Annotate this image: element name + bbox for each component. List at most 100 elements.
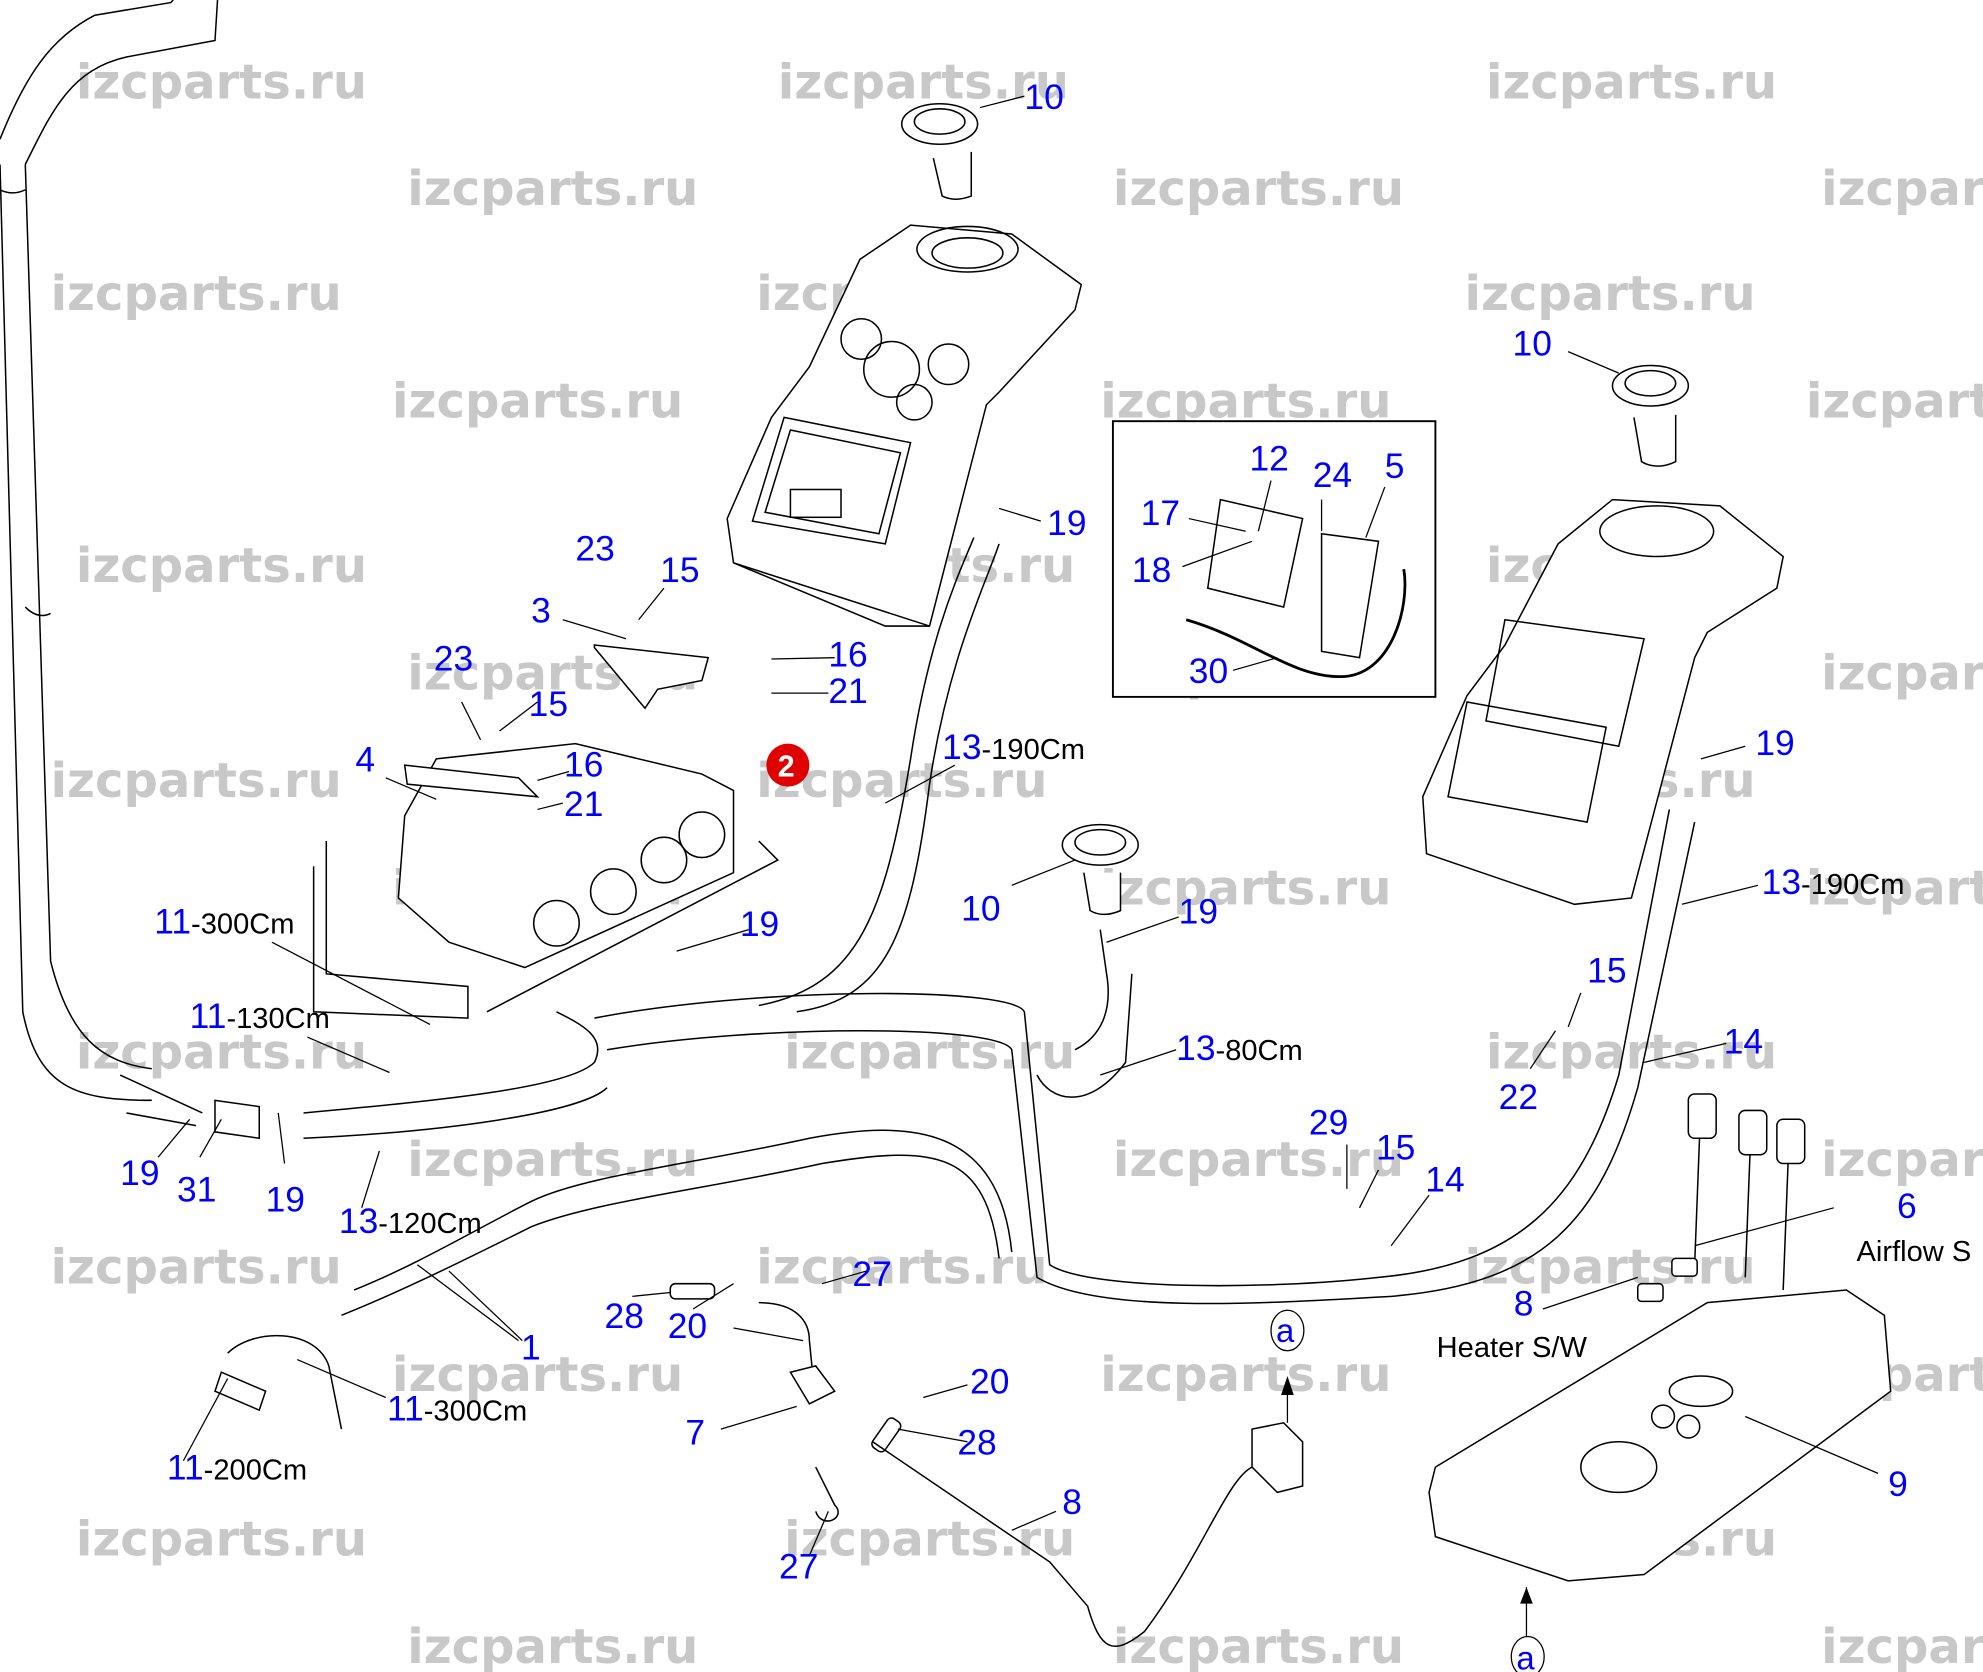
reference-a-bottom-label: a (1516, 1639, 1535, 1672)
watermark: izcparts.ru (1100, 373, 1391, 429)
callout-23: 23 (575, 528, 614, 568)
armrest-control-console (1428, 1093, 1892, 1582)
marker-circle[interactable] (766, 743, 810, 787)
callout-11-300cm: 11-300Cm (154, 901, 294, 941)
callout-15: 15 (660, 550, 699, 590)
watermark: izcparts.ru (76, 1025, 367, 1081)
callout-4: 4 (355, 740, 375, 780)
watermark: izcparts.ru (1113, 1619, 1404, 1672)
callout-9: 9 (1888, 1464, 1908, 1504)
air-vent-right (1611, 364, 1690, 467)
callout-19: 19 (1755, 723, 1794, 763)
watermark: izcparts.ru (1806, 860, 1983, 916)
callout-19: 19 (120, 1153, 159, 1193)
callout-1: 1 (521, 1328, 541, 1368)
watermark: izcparts.ru (392, 1347, 683, 1403)
watermark: izcparts.ru (1821, 1619, 1983, 1672)
callout-13-190cm: 13-190Cm (942, 727, 1085, 767)
marker-label: 2 (778, 751, 795, 784)
watermark: izcparts.ru (1806, 373, 1983, 429)
watermark: izcparts.ru (76, 55, 367, 111)
watermark: izcparts.ru (1821, 645, 1983, 701)
watermark: izcparts.ru (392, 373, 683, 429)
callout-24: 24 (1313, 455, 1352, 495)
reference-a-bottom (1510, 1635, 1545, 1672)
callout-15: 15 (1587, 951, 1626, 991)
watermark: izcparts.ru (778, 55, 1069, 111)
callout-11-300cm: 11-300Cm (387, 1388, 527, 1428)
reference-markers: a a (1270, 1309, 1545, 1672)
callout-28: 28 (605, 1296, 644, 1336)
watermark: izcparts.ru (51, 1240, 342, 1296)
callout-23: 23 (434, 638, 473, 678)
watermark: izcparts.ru (51, 266, 342, 322)
callout-20: 20 (970, 1362, 1009, 1402)
callout-11-200cm: 11-200Cm (167, 1448, 307, 1488)
callout-12: 12 (1249, 439, 1288, 479)
water-valve-assembly (669, 1282, 902, 1522)
callout-13-190cm: 13-190Cm (1762, 862, 1905, 902)
callout-labels: 10 19 23 15 3 16 21 23 15 4 16 21 13-190… (120, 77, 1971, 1587)
watermark: izcparts.ru (784, 1512, 1075, 1568)
air-vent-top (900, 102, 979, 200)
callout-15: 15 (1376, 1128, 1415, 1168)
callout-27: 27 (779, 1546, 818, 1586)
callout-11-130cm: 11-130Cm (190, 996, 330, 1036)
leader-lines (157, 95, 1879, 1638)
callout-13-80cm: 13-80Cm (1176, 1028, 1303, 1068)
callout-10: 10 (1024, 77, 1063, 117)
callout-19: 19 (1179, 891, 1218, 931)
callout-16: 16 (564, 745, 603, 785)
callout-28: 28 (957, 1422, 996, 1462)
watermark: izcparts.ru (1100, 860, 1391, 916)
callout-14: 14 (1425, 1159, 1464, 1199)
callout-3: 3 (531, 590, 551, 630)
callout-19: 19 (266, 1180, 305, 1220)
callout-10: 10 (1513, 323, 1552, 363)
watermark: izcparts.ru (76, 1512, 367, 1568)
watermark: izcparts.ru (1113, 1132, 1404, 1188)
callout-17: 17 (1141, 493, 1180, 533)
callout-21: 21 (828, 671, 867, 711)
inset-controller-box (1111, 420, 1437, 698)
airflow-switch-note: Airflow S (1857, 1236, 1972, 1268)
callout-6: 6 (1897, 1186, 1917, 1226)
callout-19: 19 (1047, 503, 1086, 543)
left-vertical-duct (0, 0, 219, 1102)
callout-10: 10 (961, 889, 1000, 929)
callout-8: 8 (1514, 1283, 1534, 1323)
heater-unit (312, 644, 780, 1019)
reference-a-top-label: a (1276, 1312, 1295, 1349)
watermark: izcparts.ru (1100, 1347, 1391, 1403)
callout-21: 21 (564, 784, 603, 824)
callout-31: 31 (177, 1169, 216, 1209)
callout-20: 20 (668, 1306, 707, 1346)
watermark: izcparts.ru (756, 1240, 1047, 1296)
watermark: izcparts.ru (1464, 266, 1755, 322)
callout-22: 22 (1499, 1077, 1538, 1117)
callout-18: 18 (1132, 550, 1171, 590)
highlighted-part-marker[interactable]: 2 (766, 743, 810, 787)
reference-a-top (1270, 1309, 1305, 1352)
sensor-bracket (872, 1421, 1304, 1647)
callout-27: 27 (852, 1254, 891, 1294)
front-console-panel (726, 224, 1083, 627)
watermark: izcparts.ru (1486, 1025, 1777, 1081)
heater-switch-note: Heater S/W (1437, 1332, 1588, 1364)
callout-5: 5 (1385, 446, 1405, 486)
callout-7: 7 (685, 1412, 705, 1452)
watermark: izcparts.ru (1821, 1132, 1983, 1188)
air-vent-middle (1061, 823, 1139, 916)
watermark: izcparts.ru (1821, 161, 1983, 217)
callout-19: 19 (740, 904, 779, 944)
callout-13-120cm: 13-120Cm (339, 1201, 482, 1241)
watermark: izcparts.ru (1464, 1240, 1755, 1296)
watermark: izcparts.ru (407, 1619, 698, 1672)
rear-console-panel (1421, 498, 1785, 906)
watermark: izcparts.ru (76, 538, 367, 594)
watermark: izcparts.ru (407, 161, 698, 217)
callout-14: 14 (1724, 1022, 1763, 1062)
callout-16: 16 (828, 635, 867, 675)
callout-8: 8 (1062, 1482, 1082, 1522)
